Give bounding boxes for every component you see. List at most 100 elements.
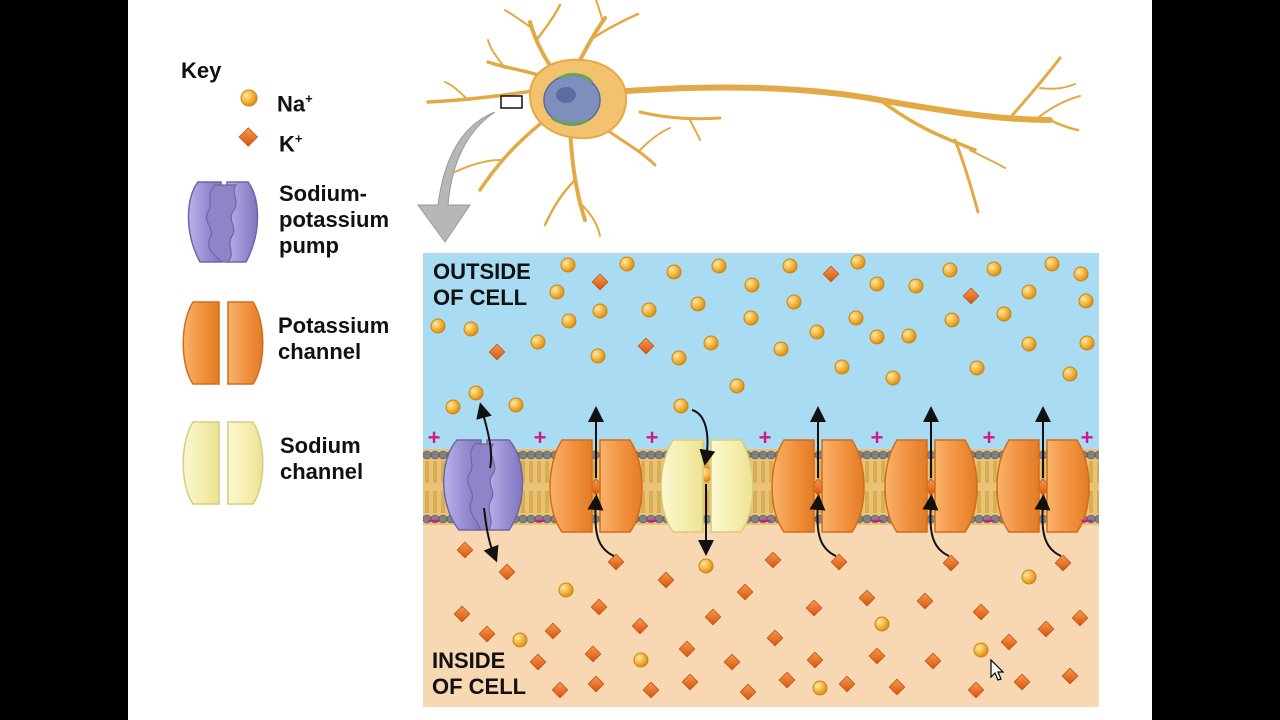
potassium-ion [607,553,625,571]
outside-region [423,253,1099,455]
negative-charge: – [428,507,440,532]
sodium-ion [944,312,960,328]
sodium-ion [848,310,864,326]
magnify-box [500,95,523,109]
sodium-ion [530,334,546,350]
negative-charge: – [646,507,658,532]
sodium-ion [908,278,924,294]
potassium-channel-icon [182,301,264,385]
sodium-ion [619,256,635,272]
potassium-channel-right [599,439,643,533]
negative-charge: – [1081,507,1093,532]
sodium-ion [1021,336,1037,352]
potassium-ion [888,678,906,696]
inside-cell-label: INSIDE OF CELL [432,648,527,699]
sodium-ion [1078,293,1094,309]
potassium-channel-left [884,439,928,533]
sodium-ion [744,277,760,293]
sodium-potassium-pump-icon [187,181,259,263]
sodium-ion [969,360,985,376]
potassium-ion [498,563,516,581]
sodium-ion [1044,256,1060,272]
sodium-ion [590,348,606,364]
sodium-ion [463,321,479,337]
positive-charge: + [759,425,772,450]
sodium-ion [711,258,727,274]
sodium-ion [1021,569,1037,585]
sodium-ion [690,296,706,312]
positive-charge: + [428,425,441,450]
potassium-ion [642,681,660,699]
sodium-ion [671,350,687,366]
sodium-ion [869,329,885,345]
potassium-ion-icon [238,127,259,147]
key-label-potassium-channel: Potassium channel [278,313,390,364]
sodium-ion [592,303,608,319]
zoom-arrow-icon [417,111,496,243]
sodium-ion [996,306,1012,322]
sodium-ion [885,370,901,386]
sodium-enter-arrow [691,409,716,466]
potassium-channel [771,439,865,533]
sodium-ion [786,294,802,310]
potassium-ion [805,599,823,617]
potassium-ion [544,622,562,640]
potassium-ion [657,571,675,589]
potassium-ion [1071,609,1089,627]
sodium-ion [641,302,657,318]
potassium-ion [1037,620,1055,638]
potassium-ion [942,554,960,572]
sodium-ion [430,318,446,334]
potassium-ion [723,653,741,671]
sodium-ion [468,385,484,401]
potassium-channel-left [549,439,593,533]
potassium-ion [1061,667,1079,685]
pump-sodium-out-arrow [476,402,492,469]
potassium-channel-right [821,439,865,533]
sodium-ion [666,264,682,280]
sodium-ion [942,262,958,278]
sodium-ion [973,642,989,658]
potassium-ion [704,608,722,626]
sodium-ion [812,680,828,696]
sodium-ion [561,313,577,329]
sodium-ion [809,324,825,340]
sodium-ion [729,378,745,394]
sodium-ion [834,359,850,375]
lipid-bilayer [423,449,1099,525]
potassium-ion [838,675,856,693]
pump-core [467,443,496,531]
potassium-ion [830,553,848,571]
mouse-cursor-icon [990,659,1005,681]
sodium-ion [673,398,689,414]
key-title: Key [181,58,222,83]
potassium-ion [488,343,506,361]
potassium-ion [478,625,496,643]
potassium-enter-arrow [587,494,615,557]
positive-charge: + [1081,425,1094,450]
sodium-ion [445,399,461,415]
potassium-ion [631,617,649,635]
key-label-sodium-channel: Sodium channel [280,433,364,484]
sodium-ion [874,616,890,632]
potassium-ion [764,551,782,569]
transport-arrows [476,402,1062,563]
sodium-ion [773,341,789,357]
potassium-enter-arrow [809,494,837,557]
membrane-proteins [443,439,1090,533]
positive-charge: + [983,425,996,450]
potassium-ion [868,647,886,665]
sodium-ion [1062,366,1078,382]
positive-charge: + [646,425,659,450]
negative-charge: – [534,507,546,532]
potassium-ion [858,589,876,607]
ions-layer [430,254,1095,701]
potassium-ion [1013,673,1031,691]
potassium-ion [739,683,757,701]
sodium-ion [743,310,759,326]
sodium-ion [549,284,565,300]
key-label-potassium: K+ [279,131,303,157]
sodium-ion-icon [240,89,258,107]
positive-charge: + [534,425,547,450]
